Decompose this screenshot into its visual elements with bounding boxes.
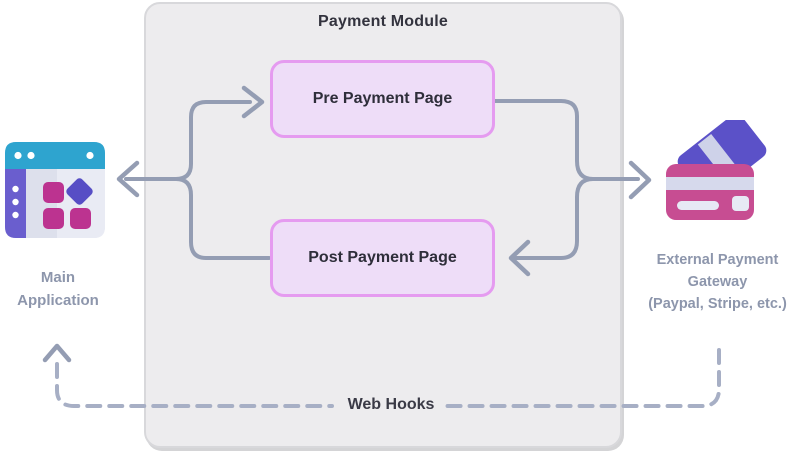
panel-title: Payment Module <box>318 13 448 30</box>
arrowhead-up-icon <box>42 343 72 363</box>
credit-cards-icon <box>666 120 767 220</box>
arrowhead-right-icon <box>628 160 652 200</box>
external-gateway-label-line1: External Payment <box>656 252 779 268</box>
arrowhead-left-icon <box>116 160 140 198</box>
main-application-label: Main Application <box>0 266 116 312</box>
pre-payment-label: Pre Payment Page <box>312 90 453 107</box>
external-gateway-label: External Payment Gateway (Paypal, Stripe… <box>636 249 799 315</box>
node-pre-payment-page: Pre Payment Page <box>270 60 495 138</box>
app-window-icon <box>5 142 105 238</box>
webhooks-label: Web Hooks <box>347 396 435 413</box>
node-post-payment-page: Post Payment Page <box>270 219 495 297</box>
main-application-label-line1: Main <box>40 269 76 286</box>
external-gateway-label-line3: (Paypal, Stripe, etc.) <box>648 296 787 312</box>
external-gateway-label-line2: Gateway <box>687 274 748 290</box>
post-payment-label: Post Payment Page <box>308 249 457 266</box>
main-application-label-line2: Application <box>17 292 99 309</box>
